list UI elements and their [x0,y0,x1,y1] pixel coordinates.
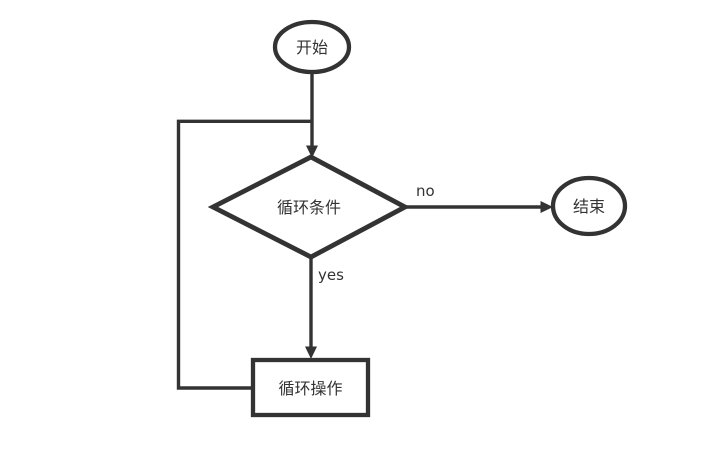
edge-condition-to-operation: yes [305,257,344,359]
operation-node-shape [250,357,371,418]
start-node-label: 开始 [296,38,328,57]
edge-condition-to-end: no [405,182,553,213]
edge-label-no: no [416,182,435,200]
start-node-shape [272,19,352,75]
condition-node-label: 循环条件 [277,198,341,217]
condition-node: 循环条件 [207,154,411,260]
operation-node: 循环操作 [250,357,371,418]
end-node: 结束 [550,175,628,237]
condition-node-shape [207,154,411,260]
start-node: 开始 [272,19,352,75]
end-node-shape [550,175,628,237]
end-node-label: 结束 [573,197,605,216]
edge-operation-to-condition-loopback-line [176,119,312,390]
edge-condition-to-end-arrowhead-icon [540,201,553,213]
operation-node-label: 循环操作 [278,379,342,398]
edge-label-yes: yes [318,266,344,284]
edge-condition-to-operation-arrowhead-icon [305,346,317,359]
edge-start-to-condition-arrowhead-icon [306,145,318,158]
edge-start-to-condition [306,71,318,158]
